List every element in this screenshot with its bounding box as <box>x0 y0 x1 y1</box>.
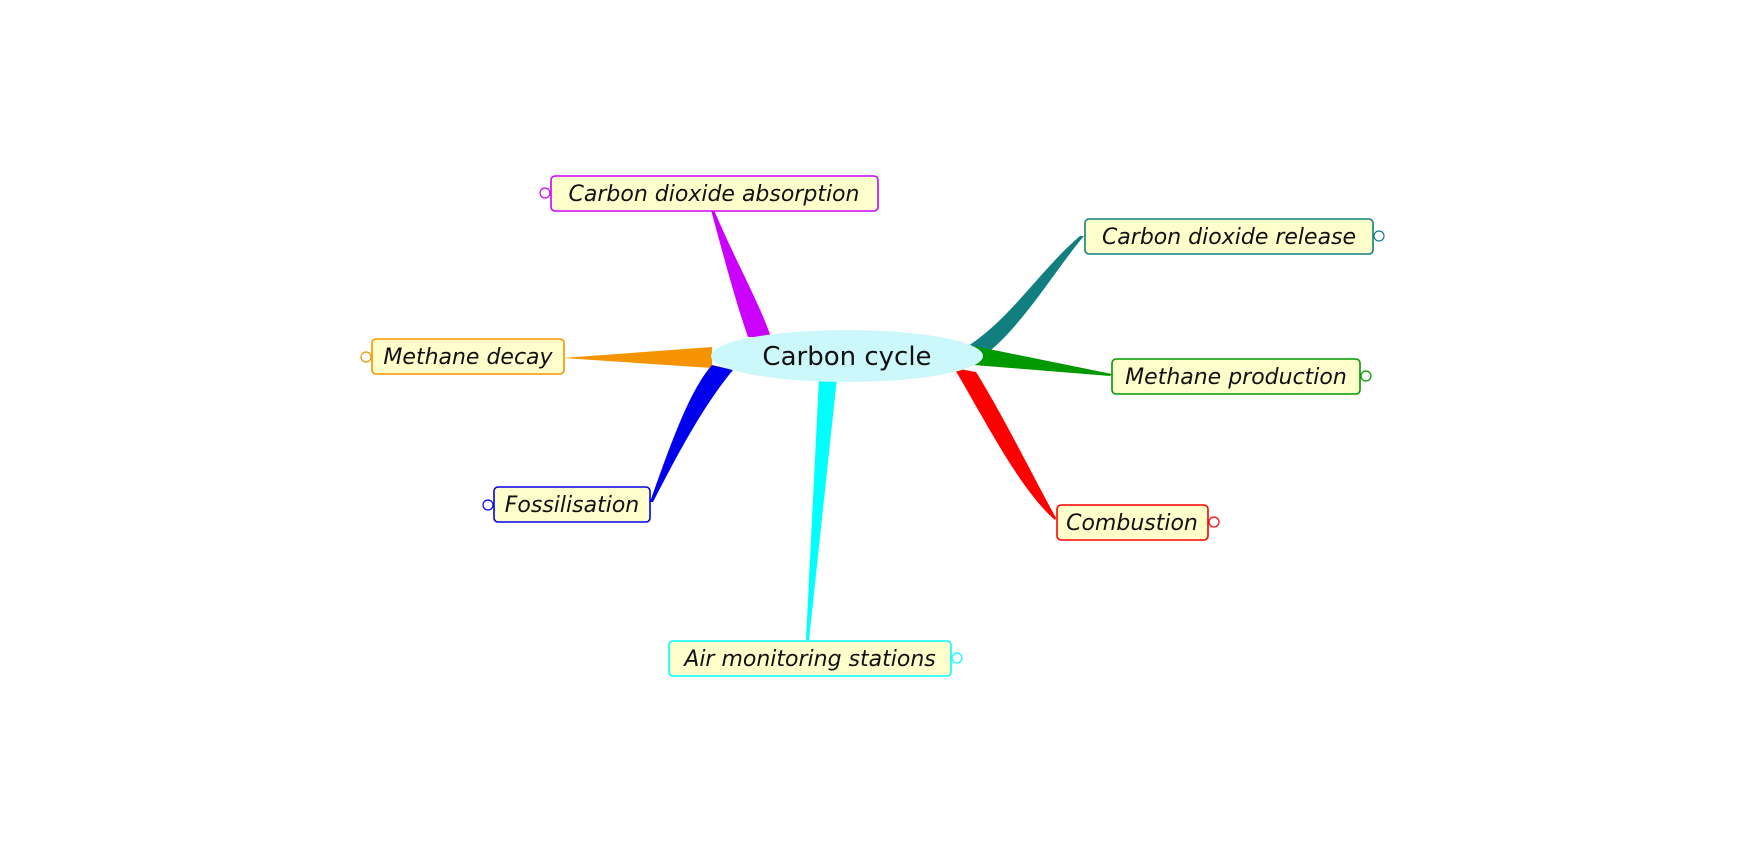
node-methane-decay[interactable]: Methane decay <box>360 338 565 375</box>
node-label: Carbon dioxide absorption <box>569 182 860 207</box>
central-topic[interactable]: Carbon cycle <box>711 330 983 382</box>
node-label: Methane production <box>1125 365 1347 390</box>
connector-fossilisation <box>650 365 733 502</box>
node-air-monitoring-stations[interactable]: Air monitoring stations <box>668 640 963 677</box>
node-box <box>493 486 651 523</box>
node-label: Methane decay <box>383 345 553 370</box>
connector-carbon-dioxide-release <box>965 236 1084 356</box>
node-label: Combustion <box>1066 511 1198 536</box>
node-label: Carbon dioxide release <box>1102 225 1356 250</box>
central-topic-label: Carbon cycle <box>762 342 931 372</box>
node-box <box>1056 504 1209 541</box>
collapse-toggle-icon[interactable] <box>360 351 372 363</box>
node-box <box>550 175 879 212</box>
collapse-toggle-icon[interactable] <box>539 187 551 199</box>
node-carbon-dioxide-absorption[interactable]: Carbon dioxide absorption <box>539 175 879 212</box>
collapse-toggle-icon[interactable] <box>1360 370 1372 382</box>
collapse-toggle-icon[interactable] <box>1373 230 1385 242</box>
connector-air-monitoring-stations <box>806 378 837 640</box>
central-topic-ellipse <box>711 330 983 382</box>
node-box <box>668 640 952 677</box>
connector-methane-decay <box>563 347 712 368</box>
node-label: Fossilisation <box>505 493 639 518</box>
node-box <box>371 338 565 375</box>
node-carbon-dioxide-release[interactable]: Carbon dioxide release <box>1084 218 1385 255</box>
branch-connectors <box>563 210 1112 640</box>
node-box <box>1084 218 1374 255</box>
node-combustion[interactable]: Combustion <box>1056 504 1220 541</box>
node-fossilisation[interactable]: Fossilisation <box>482 486 651 523</box>
node-label: Air monitoring stations <box>682 647 935 672</box>
connector-methane-production <box>974 346 1112 376</box>
node-box <box>1111 358 1361 395</box>
collapse-toggle-icon[interactable] <box>482 499 494 511</box>
connector-combustion <box>954 368 1056 520</box>
connector-carbon-dioxide-absorption <box>711 210 771 337</box>
node-methane-production[interactable]: Methane production <box>1111 358 1372 395</box>
collapse-toggle-icon[interactable] <box>1208 516 1220 528</box>
collapse-toggle-icon[interactable] <box>951 652 963 664</box>
